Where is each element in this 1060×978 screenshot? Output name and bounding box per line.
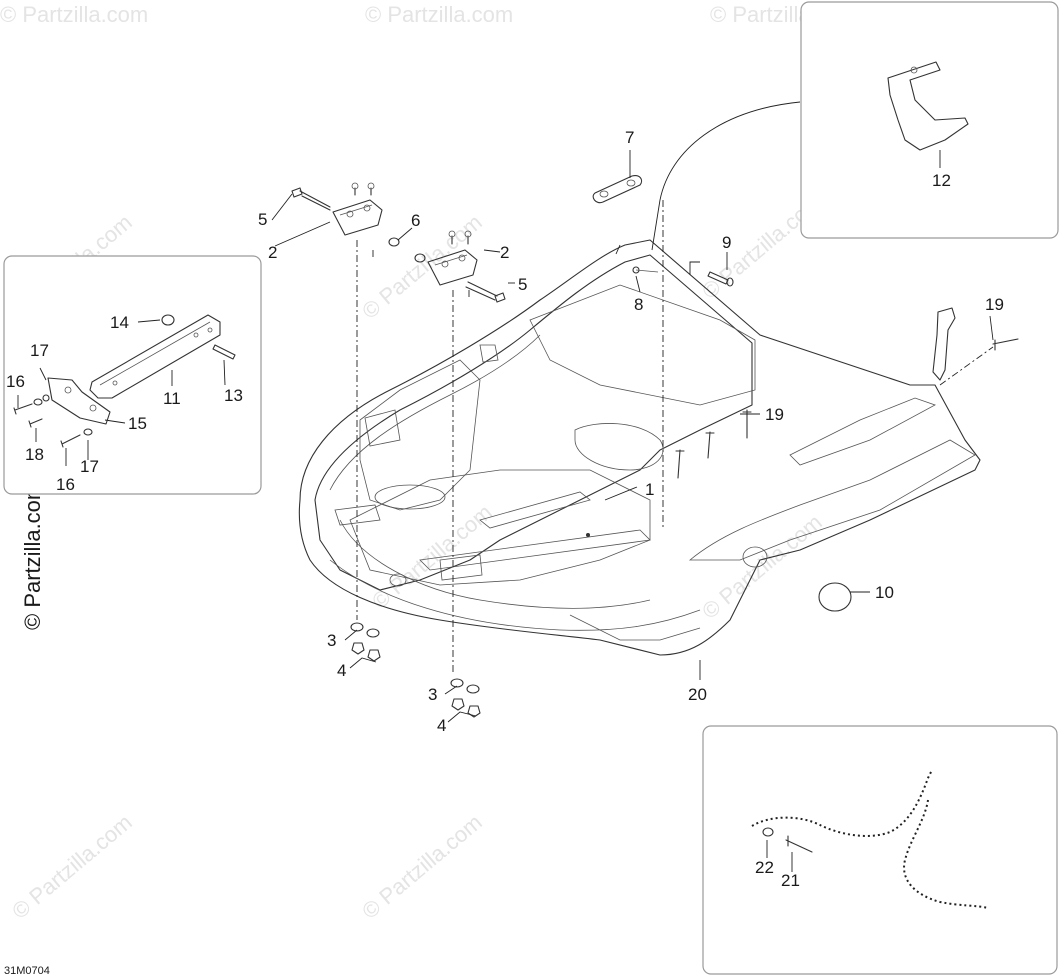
- watermark: © Partzilla.com: [7, 809, 137, 923]
- watermark: © Partzilla.com: [357, 209, 487, 323]
- leader-lines: [17, 101, 994, 872]
- callout-3: 3: [327, 631, 336, 650]
- part-16-17-18-fasteners: [13, 394, 93, 448]
- hull-body: [298, 239, 981, 656]
- part-2-hinge-left: [332, 182, 383, 236]
- callout-1: 1: [645, 480, 654, 499]
- callout-9: 9: [722, 233, 731, 252]
- callout-7: 7: [625, 128, 634, 147]
- inset-box-wire: [702, 725, 1058, 975]
- part-5-bolt-right: [465, 281, 506, 303]
- part-14-nut: [161, 314, 175, 326]
- part-3-4-washers-right: [450, 678, 481, 718]
- part-2-hinge-right: [427, 230, 478, 286]
- callout-labels: 1 2 2 3 3 4 4 5 5 6 7 8 9 10 11 12 13 14…: [6, 128, 1004, 890]
- callout-17: 17: [30, 341, 49, 360]
- part-9-screw: [707, 271, 734, 287]
- part-19-rivets: [675, 338, 1019, 479]
- inset-box-support: [800, 1, 1059, 239]
- callout-2: 2: [500, 243, 509, 262]
- callout-17: 17: [80, 457, 99, 476]
- part-3-4-washers-left: [350, 622, 381, 662]
- callout-22: 22: [755, 858, 774, 877]
- callout-4: 4: [337, 661, 346, 680]
- watermark: © Partzilla.com: [697, 509, 827, 623]
- watermark: © Partzilla.com: [365, 2, 513, 27]
- part-12-support: [887, 61, 969, 151]
- callout-5: 5: [258, 210, 267, 229]
- wire-path: [751, 769, 989, 909]
- callout-12: 12: [932, 171, 951, 190]
- drawing-code: 31M0704: [4, 965, 50, 977]
- part-6-washer: [414, 253, 426, 263]
- callout-5: 5: [518, 275, 527, 294]
- inset-box-bracket: [3, 255, 262, 495]
- callout-19: 19: [765, 405, 784, 424]
- part-19-bracket: [932, 307, 956, 381]
- callout-10: 10: [875, 583, 894, 602]
- callout-2: 2: [268, 243, 277, 262]
- part-22-washer: [762, 827, 774, 837]
- part-13-bolt: [212, 344, 236, 360]
- part-8-nut: [632, 266, 659, 274]
- callout-4: 4: [437, 716, 446, 735]
- part-21-screw: [785, 835, 813, 853]
- watermark: © Partzilla.com: [367, 499, 497, 613]
- callout-15: 15: [128, 414, 147, 433]
- part-10-plug: [818, 582, 852, 612]
- watermark: © Partzilla.com: [0, 2, 148, 27]
- callout-18: 18: [25, 445, 44, 464]
- callout-14: 14: [110, 313, 129, 332]
- callout-19: 19: [985, 295, 1004, 314]
- callout-16: 16: [6, 372, 25, 391]
- callout-13: 13: [224, 386, 243, 405]
- part-7-plate: [592, 175, 643, 204]
- callout-16: 16: [56, 475, 75, 494]
- callout-6: 6: [411, 211, 420, 230]
- callout-11: 11: [163, 389, 181, 408]
- callout-8: 8: [634, 295, 643, 314]
- part-6-washer: [388, 237, 400, 247]
- part-11-bracket: [89, 314, 221, 399]
- callout-21: 21: [781, 871, 800, 890]
- side-watermark: © Partzilla.com: [20, 482, 45, 630]
- callout-3: 3: [428, 685, 437, 704]
- callout-20: 20: [688, 685, 707, 704]
- watermark: © Partzilla.com: [357, 809, 487, 923]
- part-15-plate: [47, 377, 111, 425]
- center-lines: [356, 200, 994, 675]
- part-5-bolt-left: [291, 187, 331, 211]
